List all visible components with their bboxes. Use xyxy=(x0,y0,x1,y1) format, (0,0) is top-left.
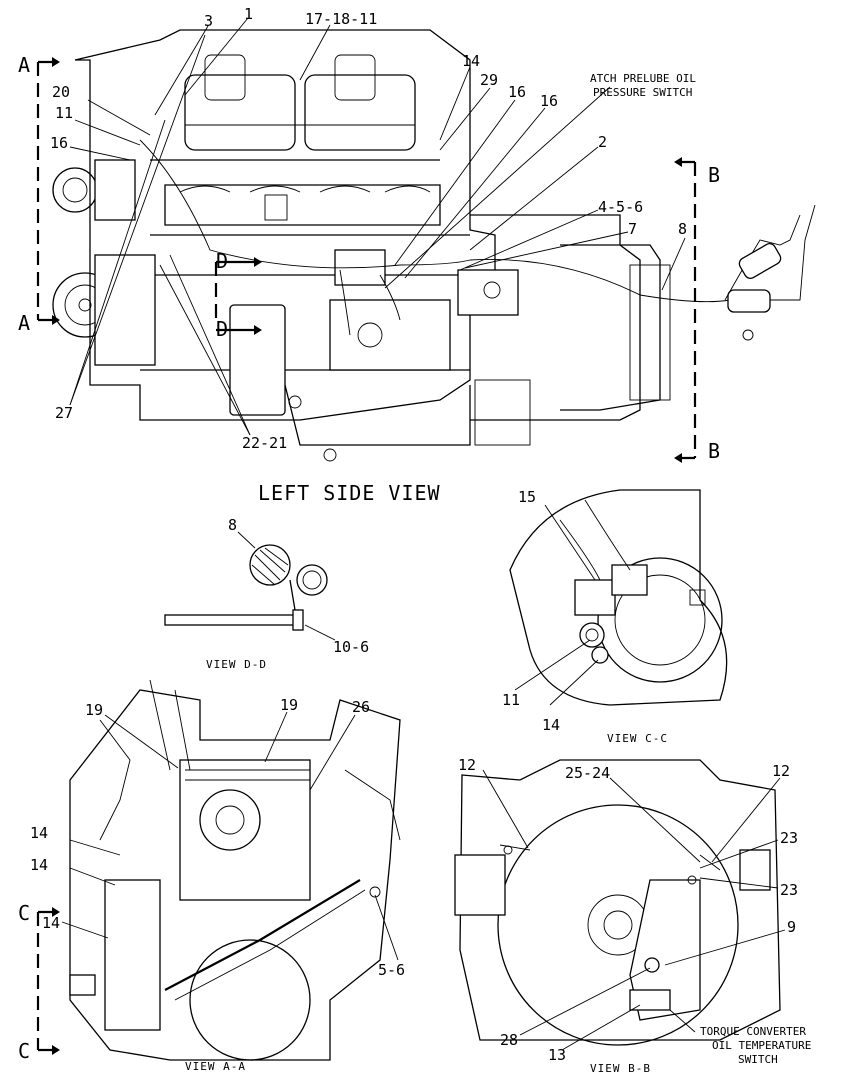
view-bb-callout-23-top: 23 xyxy=(780,829,798,847)
view-bb-callout-9: 9 xyxy=(787,918,796,936)
view-bb-callout-12-right: 12 xyxy=(772,762,790,780)
torque-switch-label-line1: TORQUE CONVERTER xyxy=(700,1025,806,1038)
section-b-bottom-label: B xyxy=(708,439,721,463)
callout-16-mid: 16 xyxy=(508,83,526,101)
section-marker-lines xyxy=(36,57,697,1055)
view-aa-callout-19-right: 19 xyxy=(280,696,298,714)
section-d-bottom-label: D xyxy=(216,317,229,341)
callout-11: 11 xyxy=(55,104,73,122)
view-bb-callout-13: 13 xyxy=(548,1046,566,1064)
callout-22-21: 22-21 xyxy=(242,434,287,452)
section-d-top-label: D xyxy=(216,249,229,273)
callout-16-right: 16 xyxy=(540,92,558,110)
view-cc-callout-14: 14 xyxy=(542,716,560,734)
callout-2: 2 xyxy=(598,133,607,151)
view-aa-title: VIEW A-A xyxy=(185,1060,246,1073)
view-bb-callout-23-bottom: 23 xyxy=(780,881,798,899)
prelube-switch-label-line2: PRESSURE SWITCH xyxy=(593,86,692,99)
view-dd-callout-8: 8 xyxy=(228,516,237,534)
view-dd-title: VIEW D-D xyxy=(206,658,267,671)
view-aa-callout-14-b: 14 xyxy=(30,856,48,874)
view-aa-callout-26: 26 xyxy=(352,698,370,716)
view-bb-callout-28: 28 xyxy=(500,1031,518,1049)
view-bb-callout-12-left: 12 xyxy=(458,756,476,774)
callout-17-18-11: 17-18-11 xyxy=(305,10,377,28)
view-aa-callout-5-6: 5-6 xyxy=(378,961,405,979)
torque-switch-label-line2: OIL TEMPERATURE xyxy=(712,1039,811,1052)
view-dd-drawing xyxy=(164,531,336,641)
section-b-top-label: B xyxy=(708,163,721,187)
view-bb-title: VIEW B-B xyxy=(590,1062,651,1075)
view-aa-drawing xyxy=(61,679,401,1061)
prelube-switch-label-line1: ATCH PRELUBE OIL xyxy=(590,72,696,85)
section-c-bottom-label: C xyxy=(18,1039,31,1063)
callout-14: 14 xyxy=(462,52,480,70)
left-side-view-drawing xyxy=(52,17,816,462)
main-view-title: LEFT SIDE VIEW xyxy=(258,481,441,505)
view-cc-drawing xyxy=(509,489,728,706)
callout-16-left: 16 xyxy=(50,134,68,152)
callout-1: 1 xyxy=(244,5,253,23)
section-a-bottom-label: A xyxy=(18,311,31,335)
view-bb-drawing xyxy=(454,759,786,1051)
section-c-top-label: C xyxy=(18,901,31,925)
view-cc-callout-11: 11 xyxy=(502,691,520,709)
callout-7: 7 xyxy=(628,220,637,238)
view-aa-callout-19-left: 19 xyxy=(85,701,103,719)
view-dd-callout-10-6: 10-6 xyxy=(333,638,369,656)
view-bb-callout-25-24: 25-24 xyxy=(565,764,610,782)
callout-29: 29 xyxy=(480,71,498,89)
view-cc-callout-15: 15 xyxy=(518,488,536,506)
view-aa-callout-14-a: 14 xyxy=(30,824,48,842)
callout-27: 27 xyxy=(55,404,73,422)
section-a-top-label: A xyxy=(18,53,31,77)
view-aa-callout-14-c: 14 xyxy=(42,914,60,932)
callout-3: 3 xyxy=(204,12,213,30)
view-cc-title: VIEW C-C xyxy=(607,732,668,745)
callout-8: 8 xyxy=(678,220,687,238)
callout-20: 20 xyxy=(52,83,70,101)
torque-switch-label-line3: SWITCH xyxy=(738,1053,778,1066)
callout-4-5-6: 4-5-6 xyxy=(598,198,643,216)
